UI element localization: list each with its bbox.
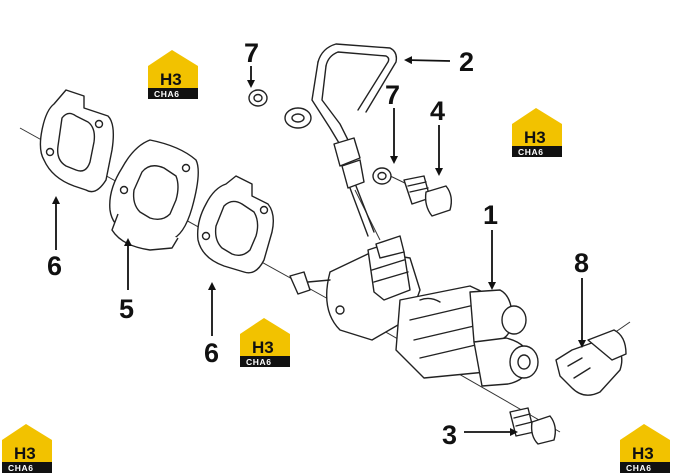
gasket-right-drawing xyxy=(196,175,275,274)
logo-plate xyxy=(2,440,52,462)
logo-plate xyxy=(148,66,198,88)
callout-6-right: 6 xyxy=(204,338,219,368)
logo-band xyxy=(512,146,562,157)
logo-top-text: H3 xyxy=(632,444,654,463)
callout-1: 1 xyxy=(483,200,498,230)
bolt-drawing xyxy=(509,407,557,445)
callout-3: 3 xyxy=(442,420,457,450)
logo-top-text: H3 xyxy=(160,70,182,89)
injection-pump-drawing xyxy=(289,235,539,387)
logo-bottom-text: CHA6 xyxy=(518,147,544,157)
banjo-bolt-drawing xyxy=(403,175,453,217)
logo-plate xyxy=(620,440,670,462)
callout-5: 5 xyxy=(119,294,134,324)
callout-7-right: 7 xyxy=(385,80,400,110)
callout-6-left: 6 xyxy=(47,251,62,281)
washers-drawing xyxy=(248,89,392,185)
gasket-left-drawing xyxy=(39,89,115,193)
logo-bottom-text: CHA6 xyxy=(154,89,180,99)
logo-bottom-text: CHA6 xyxy=(8,463,34,473)
logo-top-text: H3 xyxy=(524,128,546,147)
watermark-logo: H3 CHA6 xyxy=(620,424,670,473)
watermark-logo: H3 CHA6 xyxy=(2,424,52,473)
logo-band xyxy=(148,88,198,99)
watermark-logo: H3 CHA6 xyxy=(240,318,290,367)
logo-plate xyxy=(512,124,562,146)
logo-bottom-text: CHA6 xyxy=(246,357,272,367)
logo-band xyxy=(240,356,290,367)
logo-bottom-text: CHA6 xyxy=(626,463,652,473)
callout-8: 8 xyxy=(574,248,589,278)
logo-band xyxy=(2,462,52,473)
logo-top-text: H3 xyxy=(14,444,36,463)
watermark-logo: H3 CHA6 xyxy=(512,108,562,157)
callout-7-left: 7 xyxy=(244,38,259,68)
leader-arrows xyxy=(52,56,586,436)
fuel-pipe-drawing xyxy=(284,43,398,237)
callout-4: 4 xyxy=(430,96,445,126)
logo-top-text: H3 xyxy=(252,338,274,357)
spacer-plate-drawing xyxy=(109,139,199,251)
callout-2: 2 xyxy=(459,47,474,77)
elbow-fitting-drawing xyxy=(555,329,627,396)
watermark-logo: H3 CHA6 xyxy=(148,50,198,99)
logo-band xyxy=(620,462,670,473)
logo-plate xyxy=(240,334,290,356)
